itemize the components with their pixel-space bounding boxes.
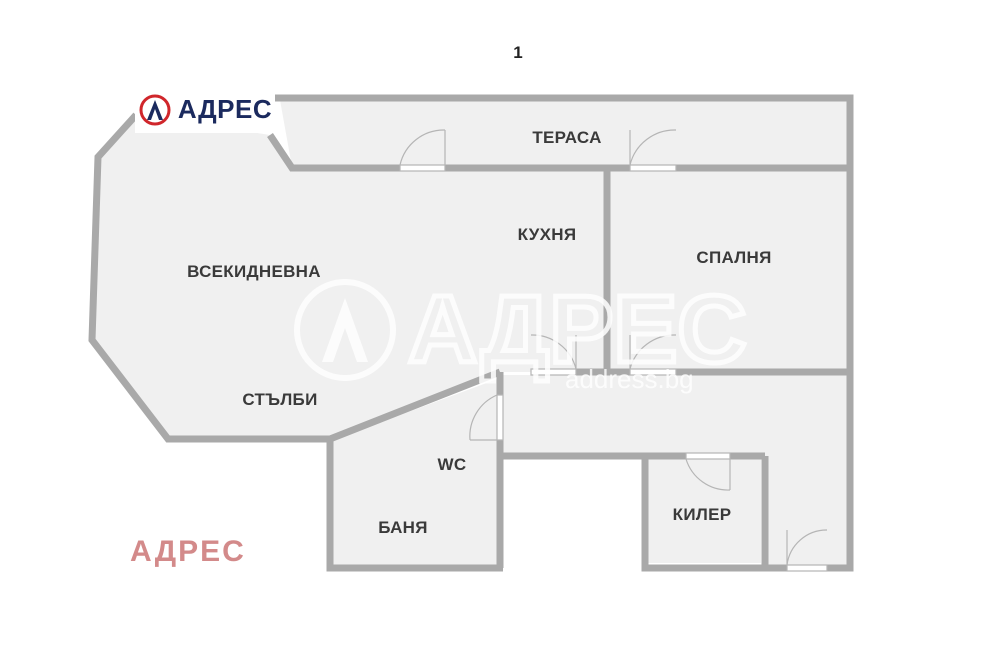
outer-wall-top (270, 94, 854, 572)
door-frame-wc (496, 394, 504, 441)
door-swing-terrace-1 (399, 129, 446, 166)
room-label-kitchen: КУХНЯ (518, 225, 577, 244)
watermark: АДРЕС address.bg (294, 274, 749, 394)
door-swing-terrace-2 (629, 129, 677, 166)
brand-logo: АДРЕС (135, 86, 275, 133)
logo-icon (139, 94, 171, 125)
bedroom-floor (610, 170, 848, 370)
room-label-living: ВСЕКИДНЕВНА (187, 262, 321, 281)
terrace-inner-wall (267, 133, 400, 172)
storage-floor (648, 459, 761, 563)
living-floor (91, 114, 607, 437)
terrace-floor (280, 100, 848, 167)
floor-areas (91, 100, 848, 565)
watermark-text: АДРЕС (408, 276, 747, 383)
walls (88, 94, 854, 572)
door-frame-terrace-1 (399, 164, 446, 172)
storage-wall (641, 456, 765, 572)
watermark-url: address.bg (565, 364, 694, 394)
door-frame-bedroom (629, 368, 677, 376)
door-frame-terrace-2 (629, 164, 677, 172)
room-label-storage: КИЛЕР (673, 505, 732, 524)
bath-wall (326, 439, 503, 572)
room-labels: ТЕРАСА КУХНЯ ВСЕКИДНЕВНА СПАЛНЯ СТЪЛБИ W… (187, 128, 771, 537)
brand-bottom-text: АДРЕС (130, 535, 246, 568)
doors (399, 129, 828, 572)
door-frame-storage (685, 452, 731, 460)
door-frame-kitchen (530, 368, 577, 376)
room-label-wc: WC (438, 455, 467, 474)
floor-number: 1 (513, 43, 522, 62)
room-label-bedroom: СПАЛНЯ (696, 248, 771, 267)
hall-floor (503, 375, 848, 565)
logo-text: АДРЕС (177, 94, 273, 124)
door-frame-entrance (786, 564, 828, 572)
room-label-stairs: СТЪЛБИ (242, 390, 317, 409)
room-label-terrace: ТЕРАСА (532, 128, 601, 147)
room-label-bathroom: БАНЯ (378, 518, 428, 537)
outer-wall-left (88, 112, 502, 443)
